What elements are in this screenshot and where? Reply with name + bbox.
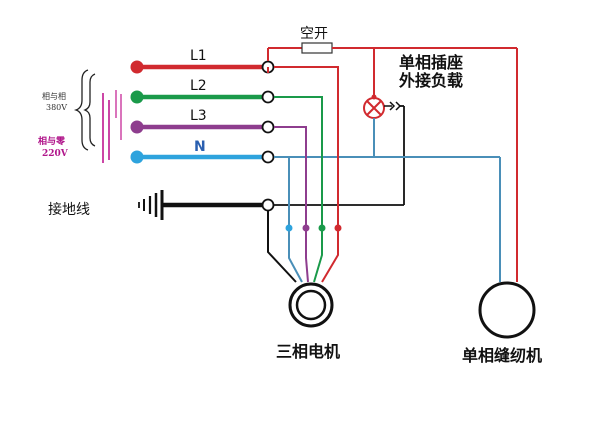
line-l2 — [130, 90, 262, 104]
air-switch-label: 空开 — [300, 26, 328, 42]
label-l2: L2 — [190, 78, 207, 94]
motor-label: 三相电机 — [276, 342, 340, 361]
socket-label-line2: 外接负载 — [398, 71, 463, 90]
ground-label: 接地线 — [48, 201, 90, 218]
phase-to-phase-label-b: 380V — [46, 103, 67, 112]
circle-icon — [478, 281, 536, 339]
phase-to-phase-label-a: 相与相 — [42, 91, 66, 101]
label-n: N — [194, 139, 206, 155]
motor-drops — [267, 66, 342, 283]
ground-icon — [138, 190, 164, 220]
label-l3: L3 — [190, 108, 207, 124]
bracket-380v-inner — [83, 73, 96, 147]
bracket-380v — [73, 69, 89, 151]
terminal-l3 — [261, 120, 275, 134]
socket-label-line1: 单相插座 — [399, 53, 463, 72]
voltage-brackets — [73, 69, 122, 163]
line-l1 — [130, 60, 262, 74]
phase-to-neutral-label-a: 相与零 — [38, 135, 66, 147]
terminal-ground — [261, 198, 275, 212]
phase-to-neutral-label-b: 220V — [42, 149, 69, 159]
socket-icon — [373, 101, 405, 205]
terminal-block — [261, 60, 275, 212]
lamp-cross-icon — [363, 94, 385, 119]
label-l1: L1 — [190, 48, 207, 64]
sewing-machine-label: 单相缝纫机 — [462, 346, 542, 365]
line-n — [130, 150, 262, 164]
terminal-n — [261, 150, 275, 164]
air-switch-icon — [301, 42, 333, 54]
terminal-l2 — [261, 90, 275, 104]
double-circle-icon — [288, 282, 334, 328]
neutral-branch — [274, 156, 501, 282]
air-switch-branch — [267, 42, 518, 282]
line-l3 — [130, 120, 262, 134]
